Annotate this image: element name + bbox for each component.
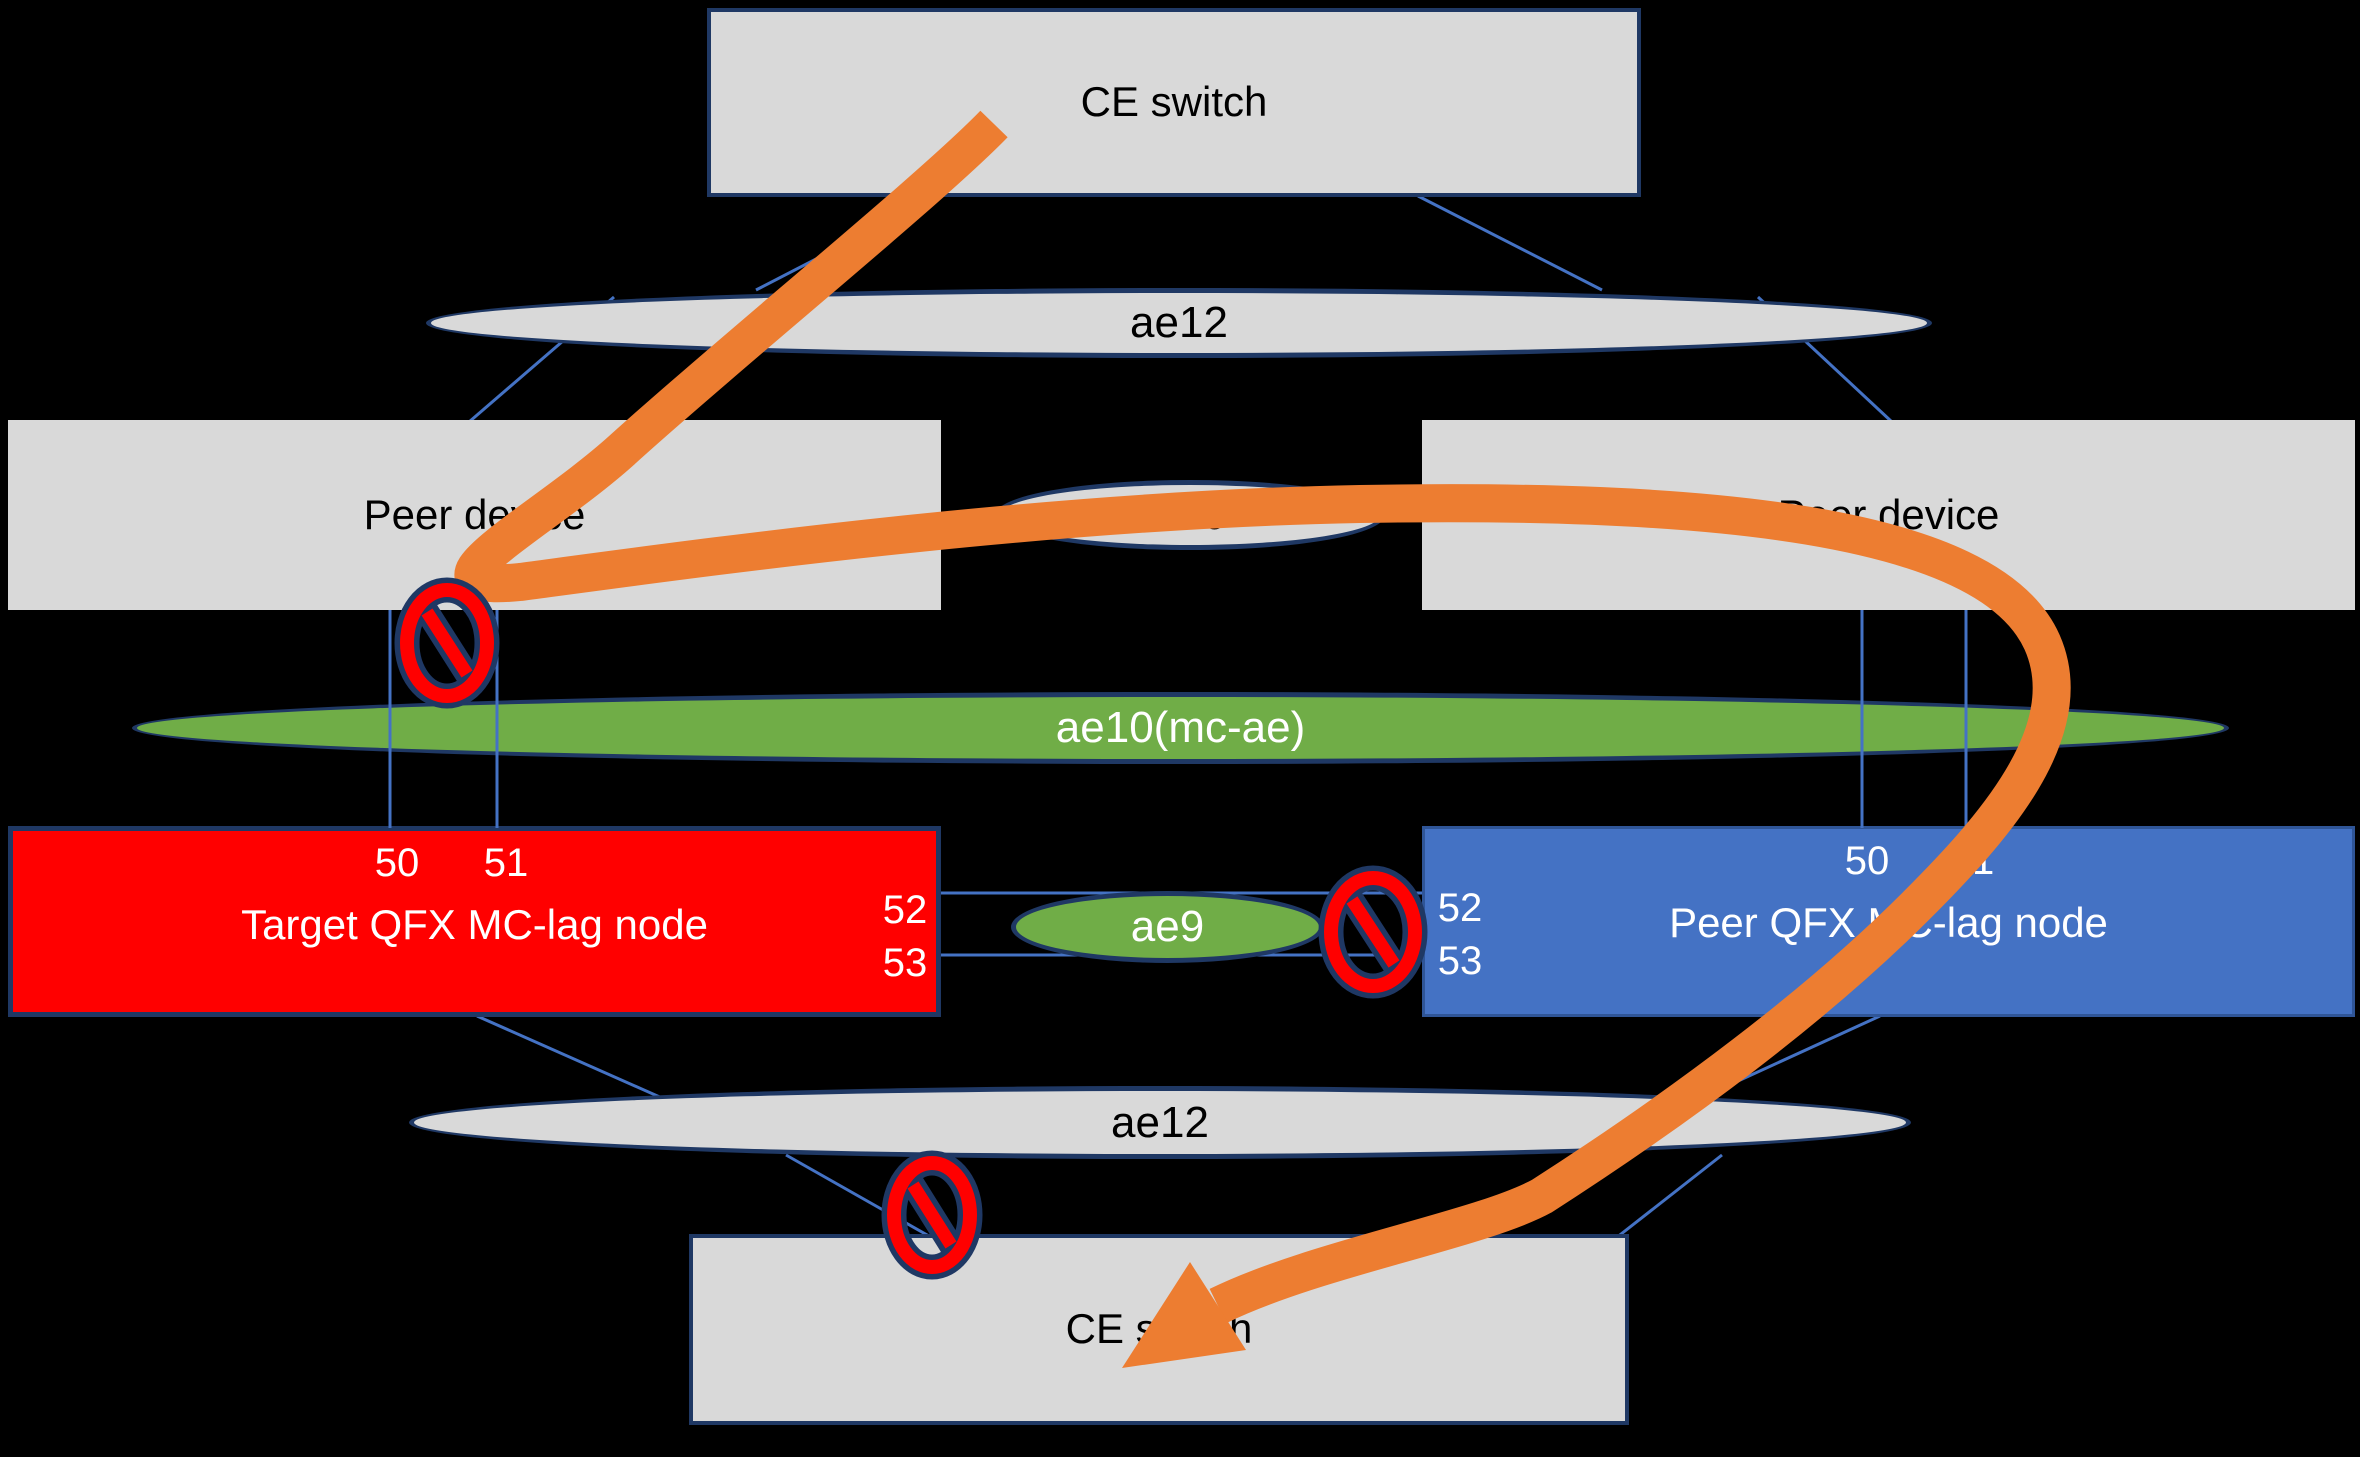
icl-label: ae0 [1153,490,1227,539]
peer-device-left-label: Peer device [363,490,586,538]
target-mclag-node-box: 50 51 52 53 Target QFX MC-lag node [8,826,941,1017]
no-entry-icon-icl [1318,865,1428,999]
ae9-label: ae9 [1130,902,1205,951]
ce-switch-top-box: CE switch [707,8,1641,197]
peer-device-left-box: Peer device [8,420,941,610]
link-ae12-bottom-to-ce-right [1615,1153,1723,1240]
ce-switch-bottom-label: CE switch [1065,1305,1253,1353]
peer-mclag-node-label: Peer QFX MC-lag node [1669,899,2108,946]
peer-mclag-node-box: 50 51 52 53 Peer QFX MC-lag node [1422,826,2355,1017]
target-mclag-node-label: Target QFX MC-lag node [241,901,708,948]
peer-device-right-label: Peer device [1777,490,2000,538]
ae10-mcae-ellipse: ae10(mc-ae) [132,692,2229,764]
ae12-top-label: ae12 [1130,298,1228,347]
ae12-top-ellipse: ae12 [426,288,1932,358]
link-target-to-ae12-bottom [476,1014,663,1100]
ae9-ellipse: ae9 [1011,891,1324,963]
ce-switch-top-label: CE switch [1080,78,1268,126]
ae12-bottom-label: ae12 [1111,1097,1209,1147]
ae10-mcae-label: ae10(mc-ae) [1055,703,1306,752]
peer-port-51: 51 [1949,839,1995,883]
ae12-bottom-ellipse: ae12 [409,1086,1911,1159]
link-ae12-bottom-to-ce-left [785,1153,937,1242]
peer-port-50: 50 [1844,839,1890,883]
ce-switch-bottom-box: CE switch [689,1234,1629,1425]
peer-device-right-box: Peer device [1422,420,2355,610]
target-port-50: 50 [374,841,420,885]
link-peerqfx-to-ae12-bottom [1713,1014,1881,1094]
link-ce-top-to-ae12-right [1417,194,1603,292]
link-ce-top-to-ae12-left [755,194,939,292]
target-port-51: 51 [483,841,529,885]
icl-ellipse: ae0 [995,480,1385,550]
